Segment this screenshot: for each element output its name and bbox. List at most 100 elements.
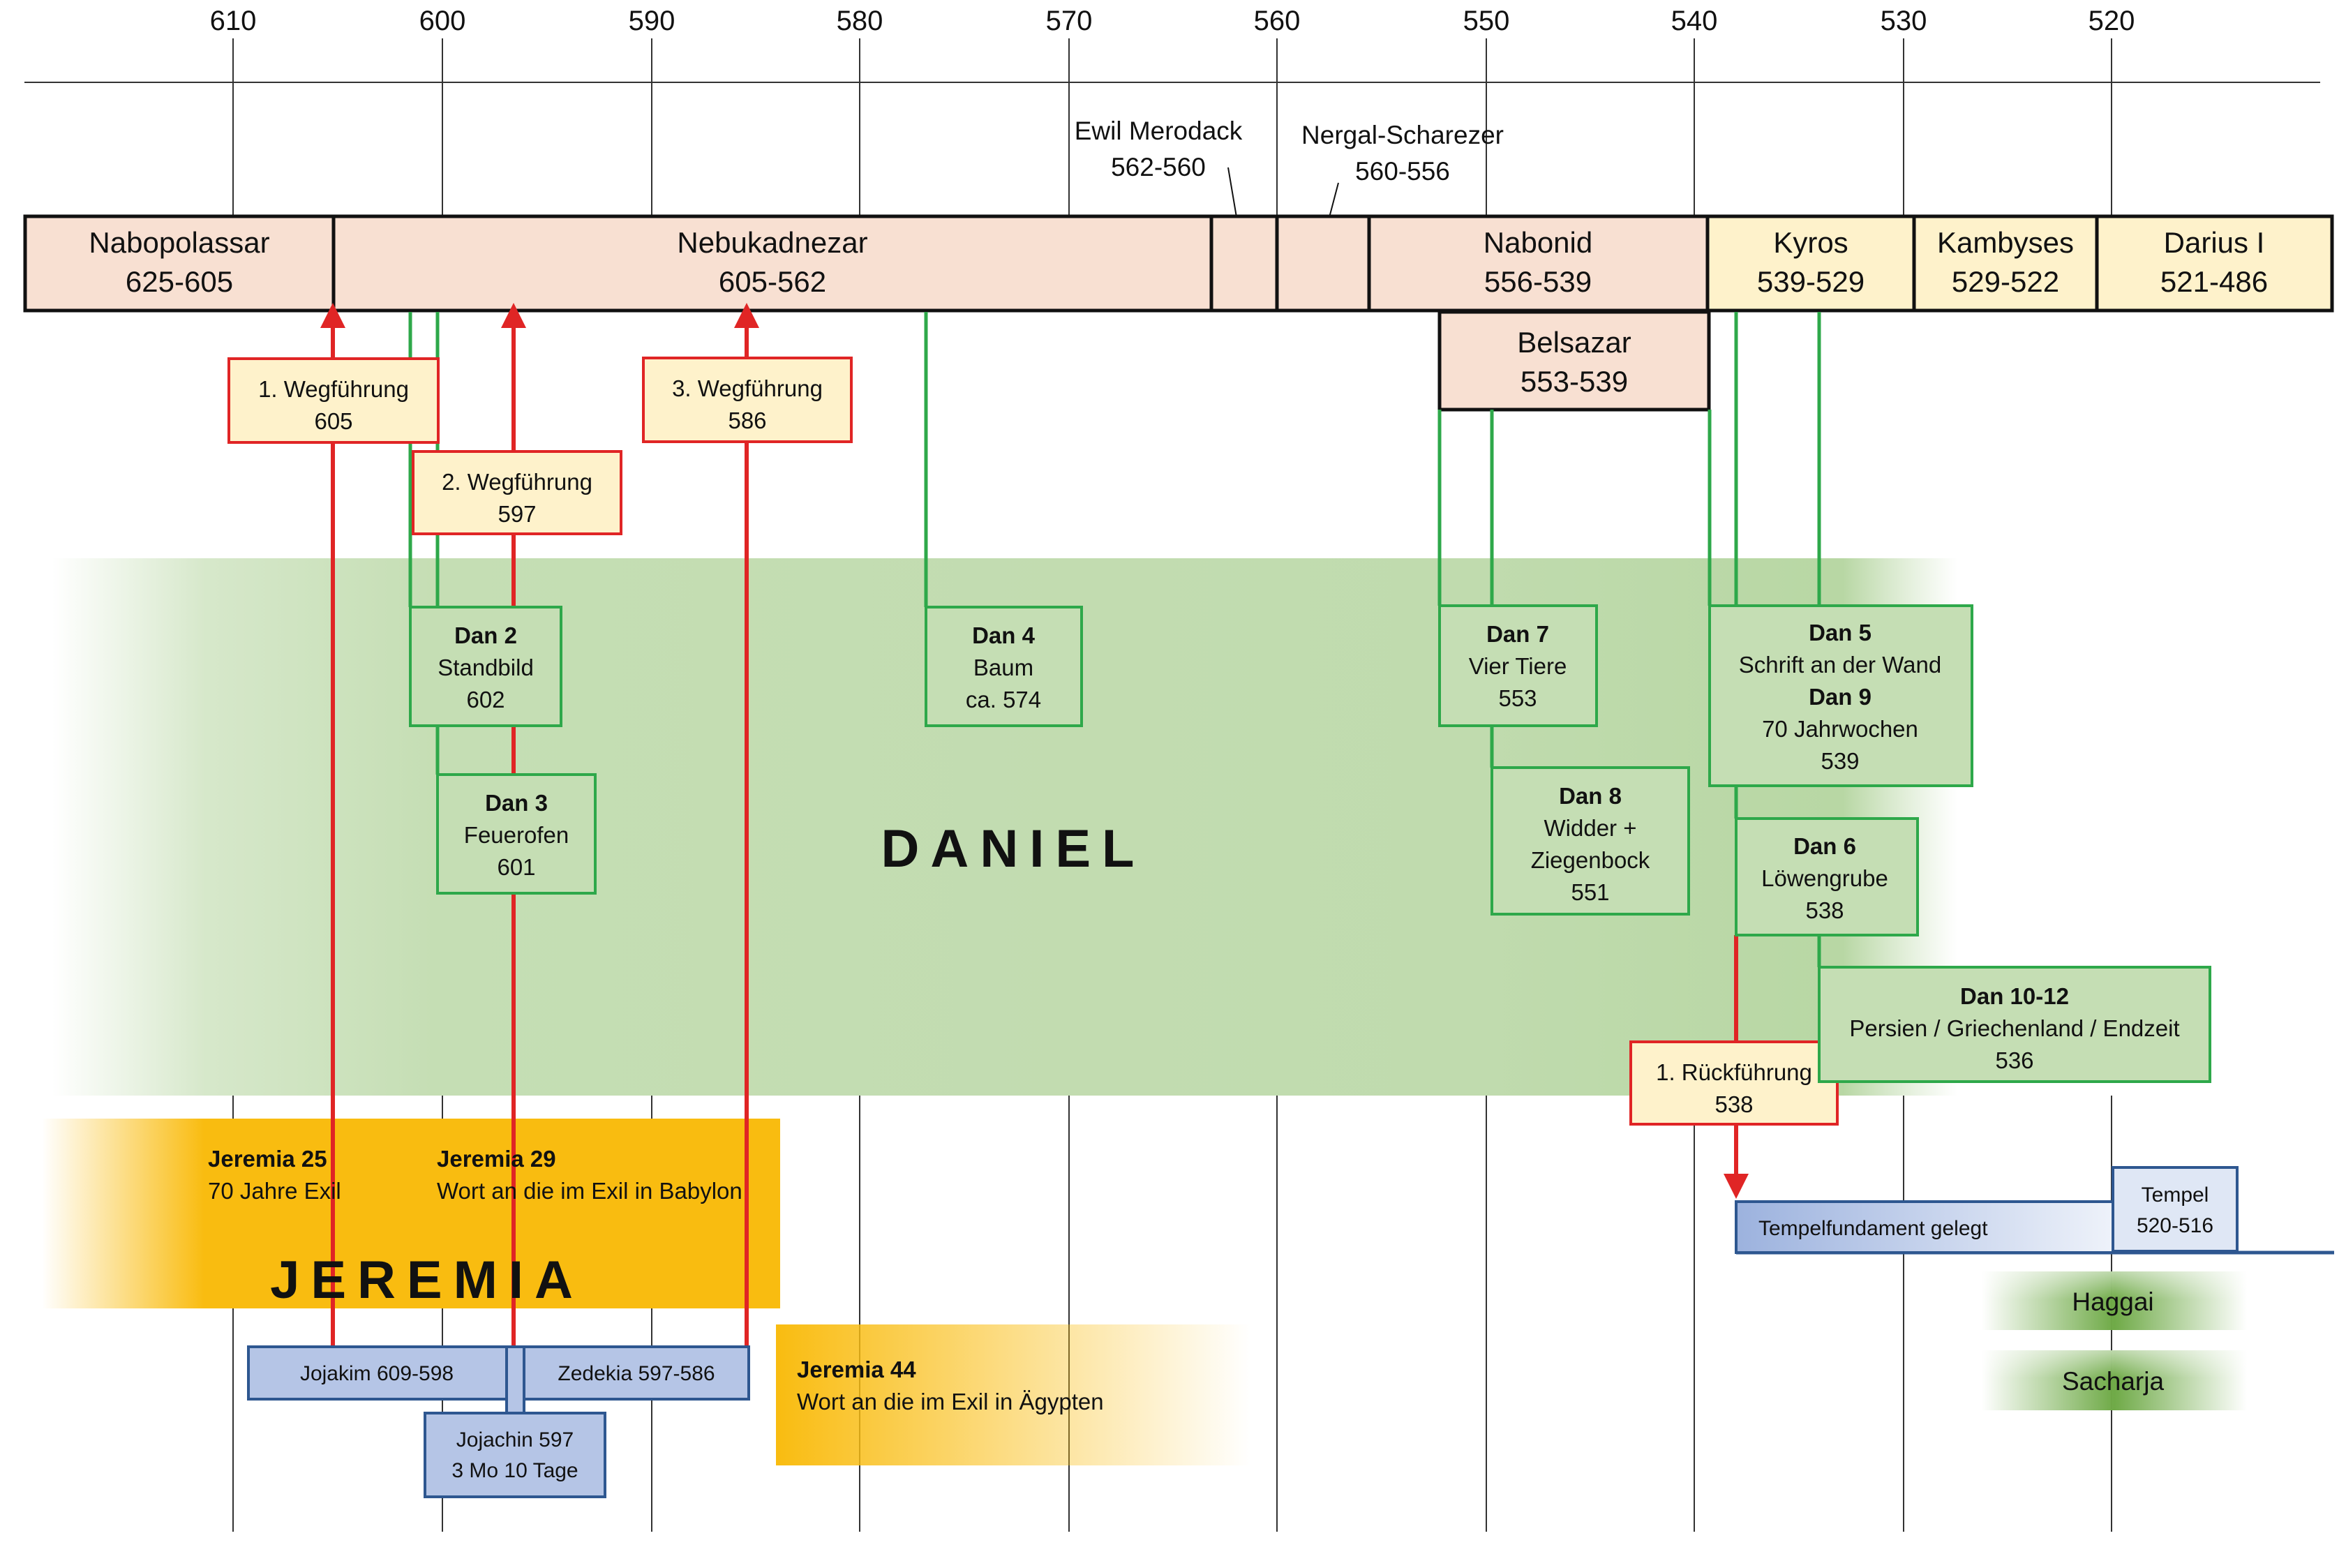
dan9-topic: 70 Jahrwochen [1762, 716, 1918, 742]
king-jojachin: Jojachin 597 [456, 1428, 574, 1451]
temple-foundation-label: Tempelfundament gelegt [1758, 1217, 1988, 1240]
dan3-ref: Dan 3 [485, 790, 548, 816]
jer29-text: Wort an die im Exil in Babylon [437, 1178, 742, 1204]
dan8-ref: Dan 8 [1559, 783, 1622, 809]
ruler-name: Nebukadnezar [677, 226, 867, 259]
dan2-topic: Standbild [438, 655, 534, 680]
temple-label: Tempel [2142, 1184, 2209, 1207]
grid-lines [232, 38, 2112, 1532]
deportation-1-year: 605 [314, 408, 352, 434]
ruler-name: Nabopolassar [89, 226, 269, 259]
deportation-1-label: 1. Wegführung [258, 376, 409, 402]
king-jojachin-duration: 3 Mo 10 Tage [451, 1459, 578, 1482]
axis-ticks: 610 600 590 580 570 560 550 540 530 520 [210, 6, 2135, 36]
dan9-ref: Dan 9 [1809, 684, 1871, 710]
dan6-year: 538 [1805, 897, 1844, 923]
tick-label: 550 [1463, 6, 1510, 36]
dan3-topic: Feuerofen [464, 822, 569, 848]
dan5-9-box [1708, 604, 1973, 787]
deportation-3-box [642, 357, 853, 443]
ruler-years: 521-486 [2160, 265, 2268, 298]
green-connectors [408, 312, 1821, 967]
ruler-nergal [1275, 214, 1371, 313]
tick-label: 520 [2089, 6, 2135, 36]
daniel-title: DANIEL [881, 819, 1146, 879]
deportation-3-label: 3. Wegführung [672, 375, 823, 401]
dan4-box [925, 606, 1083, 727]
jer29-ref: Jeremia 29 [437, 1146, 556, 1172]
ruler-years: 539-529 [1757, 265, 1865, 298]
ruler-name: Belsazar [1517, 326, 1631, 359]
ruler-years: 556-539 [1484, 265, 1592, 298]
jeremia-title: JEREMIA [270, 1250, 584, 1310]
king-jojakim-box [247, 1345, 508, 1401]
ruler-darius [2095, 214, 2334, 313]
ruler-kambyses [1912, 214, 2099, 313]
return-box [1629, 1040, 1839, 1126]
return-label: 1. Rückführung [1656, 1059, 1812, 1085]
dan5-ref: Dan 5 [1809, 620, 1871, 645]
dan6-ref: Dan 6 [1793, 833, 1856, 859]
dan8-topic: Ziegenbock [1531, 847, 1650, 873]
tick-label: 560 [1254, 6, 1301, 36]
dan7-ref: Dan 7 [1486, 621, 1549, 647]
temple-foundation-box [1735, 1200, 2114, 1254]
dan5-topic: Schrift an der Wand [1739, 652, 1941, 678]
deportation-1-box [227, 357, 440, 444]
dan4-topic: Baum [973, 655, 1033, 680]
ruler-name: Kambyses [1937, 226, 2074, 259]
ruler-name: Darius I [2164, 226, 2265, 259]
dan2-year: 602 [466, 687, 505, 712]
dan8-year: 551 [1571, 879, 1609, 905]
jeremia44-band [776, 1324, 1250, 1465]
deportation-2-box [412, 450, 622, 535]
sacharja-label: Sacharja [2062, 1367, 2164, 1396]
king-jojachin-marker [505, 1345, 525, 1414]
dan7-year: 553 [1498, 685, 1537, 711]
ruler-years: 625-605 [126, 265, 233, 298]
king-zedekia-box [523, 1345, 750, 1401]
jer25-text: 70 Jahre Exil [208, 1178, 341, 1204]
jer44-text: Wort an die im Exil in Ägypten [797, 1389, 1104, 1414]
jeremia-band [42, 1119, 780, 1308]
ruler-nergal-years: 560-556 [1355, 157, 1450, 186]
dan3-box [436, 773, 597, 895]
dan8-box [1490, 766, 1690, 916]
ruler-bar [23, 214, 2334, 412]
ruler-name: Kyros [1773, 226, 1848, 259]
dan4-ref: Dan 4 [972, 622, 1036, 648]
temple-box [2112, 1166, 2239, 1253]
dan10-year: 536 [1995, 1047, 2033, 1073]
ruler-belsazar [1437, 310, 1711, 412]
dan7-topic: Vier Tiere [1469, 653, 1567, 679]
ruler-ewil-years: 562-560 [1111, 153, 1206, 181]
dan6-topic: Löwengrube [1761, 865, 1888, 891]
dan10-box [1818, 966, 2211, 1083]
jer25-ref: Jeremia 25 [208, 1146, 327, 1172]
dan10-ref: Dan 10-12 [1960, 983, 2069, 1009]
tick-label: 610 [210, 6, 257, 36]
tick-label: 600 [419, 6, 466, 36]
sacharja-shine [1982, 1350, 2247, 1378]
ruler-kyros [1705, 214, 1916, 313]
king-jojachin-box [424, 1412, 606, 1498]
tick-label: 580 [837, 6, 883, 36]
ruler-name: Nabonid [1484, 226, 1592, 259]
dan6-box [1735, 817, 1919, 936]
dan7-box [1438, 604, 1598, 727]
deportation-2-year: 597 [498, 501, 536, 527]
dan4-year: ca. 574 [966, 687, 1041, 712]
tick-label: 590 [629, 6, 675, 36]
king-zedekia: Zedekia 597-586 [558, 1362, 715, 1385]
return-year: 538 [1714, 1091, 1753, 1117]
ruler-ewil [1209, 214, 1279, 313]
dan2-ref: Dan 2 [454, 622, 517, 648]
dan10-topic: Persien / Griechenland / Endzeit [1849, 1015, 2179, 1041]
jer44-ref: Jeremia 44 [797, 1357, 916, 1382]
tick-label: 540 [1671, 6, 1718, 36]
king-jojakim: Jojakim 609-598 [300, 1362, 454, 1385]
dan9-year: 539 [1821, 748, 1859, 774]
ruler-ewil-name: Ewil Merodack [1075, 117, 1243, 145]
deportation-2-label: 2. Wegführung [442, 469, 592, 495]
